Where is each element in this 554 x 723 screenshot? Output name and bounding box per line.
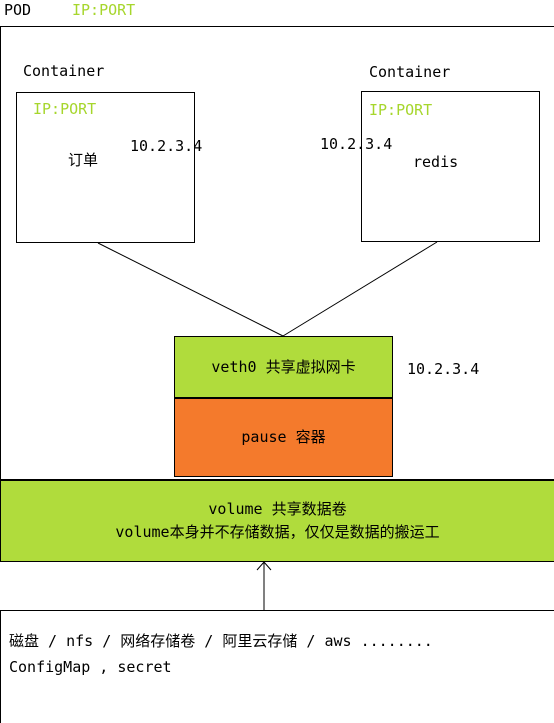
veth-box: veth0 共享虚拟网卡 <box>174 336 393 398</box>
container-right-ip: 10.2.3.4 <box>320 135 393 153</box>
container-right-name: redis <box>413 153 459 171</box>
line-left-to-veth <box>97 242 284 337</box>
container-right <box>361 91 540 242</box>
volume-box: volume 共享数据卷 volume本身并不存储数据，仅仅是数据的搬运工 <box>0 480 554 562</box>
storage-box <box>0 610 554 723</box>
veth-label: veth0 共享虚拟网卡 <box>211 357 356 376</box>
container-left <box>16 92 195 243</box>
pod-label: POD <box>4 1 32 19</box>
storage-config: ConfigMap , secret <box>9 658 172 676</box>
veth-ip: 10.2.3.4 <box>407 360 480 378</box>
pause-box: pause 容器 <box>174 398 393 477</box>
arrow-head-up-icon <box>256 561 272 571</box>
container-left-ip: 10.2.3.4 <box>130 137 203 155</box>
line-right-to-veth <box>282 241 438 337</box>
pod-frame <box>0 26 554 480</box>
pause-label: pause 容器 <box>241 428 326 446</box>
volume-title: volume 共享数据卷 <box>208 500 347 518</box>
pod-ip-port: IP:PORT <box>72 1 136 19</box>
container-right-title: Container <box>369 63 451 81</box>
container-left-ip-port: IP:PORT <box>33 100 97 118</box>
container-right-ip-port: IP:PORT <box>369 101 433 119</box>
container-left-name: 订单 <box>68 151 99 169</box>
volume-description: volume本身并不存储数据，仅仅是数据的搬运工 <box>115 523 440 541</box>
storage-backends: 磁盘 / nfs / 网络存储卷 / 阿里云存储 / aws ........ <box>9 632 433 650</box>
container-left-title: Container <box>23 62 105 80</box>
